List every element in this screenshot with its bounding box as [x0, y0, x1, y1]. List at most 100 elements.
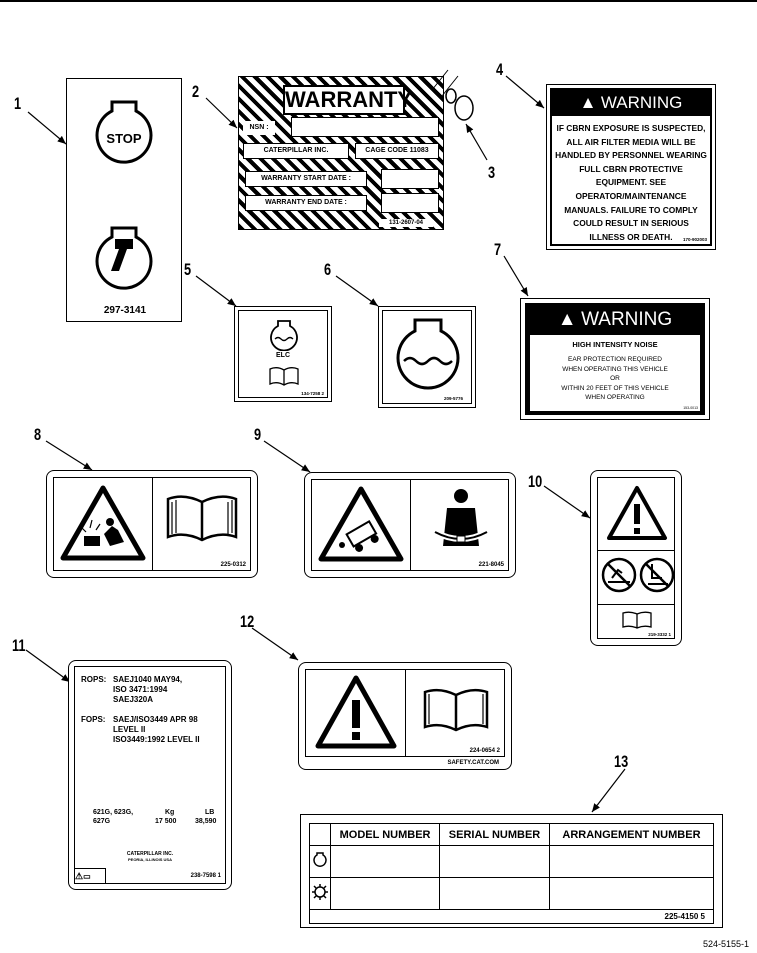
figure-id: 524-5155-1: [702, 939, 749, 949]
seatbelt-panel: 221-8045: [411, 480, 509, 570]
warranty-start-label: WARRANTY START DATE :: [245, 171, 367, 187]
engine-start-icon: [95, 226, 153, 290]
warning-triangle-icon: ⚠: [75, 871, 84, 881]
general-warning-panel: [306, 670, 406, 756]
cbrn-warning-text: IF CBRN EXPOSURE IS SUSPECTED, ALL AIR F…: [552, 122, 710, 244]
rops-label: ROPS:: [81, 675, 107, 684]
kg-label: Kg: [165, 809, 175, 816]
decal-cbrn-warning: ▲ WARNING IF CBRN EXPOSURE IS SUSPECTED,…: [546, 84, 716, 250]
small-symbols-box: ⚠▭: [75, 868, 106, 883]
arrangement-number-cell: [548, 877, 715, 910]
callout-12: 12: [240, 612, 255, 631]
cbrn-warning-title: WARNING: [600, 93, 683, 112]
manual-book-icon: [166, 495, 237, 542]
fops-label: FOPS:: [81, 715, 106, 724]
fops-line: SAEJ/ISO3449 APR 98: [113, 715, 198, 724]
callout-4: 4: [496, 60, 504, 79]
decal-engine-stop: STOP 297-3141: [66, 78, 182, 322]
decal11-part-number: 238-7598 1: [190, 873, 221, 879]
stop-icon: [95, 100, 153, 164]
rops-line: ISO 3471:1994: [113, 685, 168, 694]
decal-coolant-level: 209-5776: [378, 306, 476, 408]
top-rule: [0, 0, 757, 2]
maker-name: CATERPILLAR INC.: [126, 851, 174, 857]
cbrn-line: MANUALS. FAILURE TO COMPLY: [564, 204, 698, 215]
battery-hazard-panel: [54, 478, 153, 570]
header-arrangement-number: ARRANGEMENT NUMBER: [548, 823, 715, 846]
safety-url: SAFETY.CAT.COM: [447, 760, 499, 766]
decal-seat-belt: 221-8045: [304, 472, 516, 578]
warranty-end-field: [381, 193, 439, 213]
callout-9: 9: [254, 425, 262, 444]
fops-line: LEVEL II: [113, 725, 146, 734]
noise-line: EAR PROTECTION REQUIRED: [568, 356, 662, 363]
decal-serial-plate: MODEL NUMBER SERIAL NUMBER ARRANGEMENT N…: [300, 814, 723, 928]
decal12-part-number: 224-0654 2: [469, 748, 500, 754]
model-number-cell: [329, 845, 441, 878]
manual-book-icon: [423, 688, 488, 732]
model-list-1: 621G, 623G,: [93, 809, 134, 816]
noise-warning-title: WARNING: [581, 309, 673, 330]
gear-icon-cell: [309, 877, 331, 910]
lb-label: LB: [205, 809, 215, 816]
engine-icon-cell: [309, 845, 331, 878]
elc-label: ELC: [276, 352, 290, 359]
warning-triangle-icon: ▲: [579, 93, 597, 112]
maker-city: PEORIA, ILLINOIS USA: [127, 857, 172, 862]
maker-label: CATERPILLAR INC.: [243, 143, 349, 159]
decal1-part-number: 297-3141: [103, 305, 147, 316]
fops-line: ISO3449:1992 LEVEL II: [113, 735, 200, 744]
warranty-end-label: WARRANTY END DATE :: [245, 195, 367, 211]
manual-panel: 224-0654 2: [406, 670, 505, 756]
noise-line: OR: [610, 375, 620, 382]
header-serial-number: SERIAL NUMBER: [439, 823, 550, 846]
callout-10: 10: [528, 472, 543, 491]
cbrn-line: OPERATOR/MAINTENANCE: [575, 190, 687, 201]
decal8-part-number: 225-0312: [220, 562, 246, 568]
callout-1: 1: [14, 94, 22, 113]
callout-2: 2: [192, 82, 200, 101]
decal-read-manual: 224-0654 2 SAFETY.CAT.COM: [298, 662, 512, 770]
decal-noise-warning: ▲ WARNING HIGH INTENSITY NOISE EAR PROTE…: [520, 298, 710, 420]
callout-5: 5: [184, 260, 192, 279]
rops-line: SAEJ1040 MAY94,: [113, 675, 183, 684]
nsn-field: [291, 117, 439, 137]
model-number-cell: [329, 877, 441, 910]
warranty-start-field: [381, 169, 439, 189]
rops-standards: SAEJ1040 MAY94, ISO 3471:1994 SAEJ320A: [113, 675, 182, 705]
noise-warning-body: HIGH INTENSITY NOISE EAR PROTECTION REQU…: [530, 335, 700, 411]
decal9-part-number: 221-8045: [478, 562, 504, 568]
noise-line: WHEN OPERATING THIS VEHICLE: [562, 365, 668, 373]
decal6-part-number: 209-5776: [443, 396, 463, 401]
explosion-warning-icon: [60, 485, 146, 561]
warning-triangle-icon: [315, 675, 397, 749]
arrangement-number-cell: [548, 845, 715, 878]
callout-3: 3: [488, 163, 496, 182]
header-model-number: MODEL NUMBER: [329, 823, 441, 846]
lb-value: 38,590: [195, 818, 217, 825]
rollover-panel: [312, 480, 411, 570]
decal5-part-number: 134-7258 2: [301, 391, 324, 396]
manual-panel: 225-0312: [153, 478, 251, 570]
no-grinding-icon: [601, 557, 637, 593]
rivet-icon: [431, 69, 474, 121]
cbrn-line: ILLNESS OR DEATH.: [589, 231, 673, 242]
nsn-label: NSN :: [243, 121, 275, 135]
noise-warning-text: EAR PROTECTION REQUIRED WHEN OPERATING T…: [530, 355, 700, 403]
callout-13: 13: [614, 752, 629, 771]
cbrn-line: EQUIPMENT. SEE: [595, 177, 667, 188]
serial-number-cell: [439, 845, 550, 878]
no-welding-icon: [639, 557, 675, 593]
cbrn-line: ALL AIR FILTER MEDIA WILL BE: [566, 136, 696, 147]
warning-triangle-icon: ▲: [557, 309, 577, 330]
serial-number-cell: [439, 877, 550, 910]
rollover-warning-icon: [318, 486, 404, 562]
manual-book-icon: [622, 611, 652, 629]
callout-8: 8: [34, 425, 42, 444]
decal-no-welding: 219-3332 1: [590, 470, 682, 646]
noise-line: WHEN OPERATING: [585, 394, 645, 401]
engine-icon: [313, 852, 327, 867]
manual-book-icon: [269, 367, 299, 386]
seatbelt-icon: [433, 489, 488, 546]
